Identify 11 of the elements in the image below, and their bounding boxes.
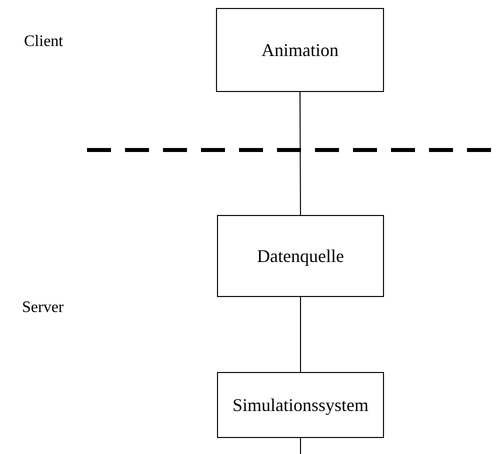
connector-line — [300, 438, 301, 454]
connector-line — [300, 92, 301, 216]
tier-label: Server — [22, 298, 64, 318]
connector-line — [300, 296, 301, 372]
box-label: Simulationssystem — [232, 394, 368, 416]
box-label: Animation — [262, 38, 338, 62]
tier-label: Client — [24, 32, 64, 52]
process-box — [217, 215, 384, 297]
process-box — [217, 372, 384, 438]
process-box — [216, 8, 384, 92]
box-label: Datenquelle — [257, 244, 344, 268]
